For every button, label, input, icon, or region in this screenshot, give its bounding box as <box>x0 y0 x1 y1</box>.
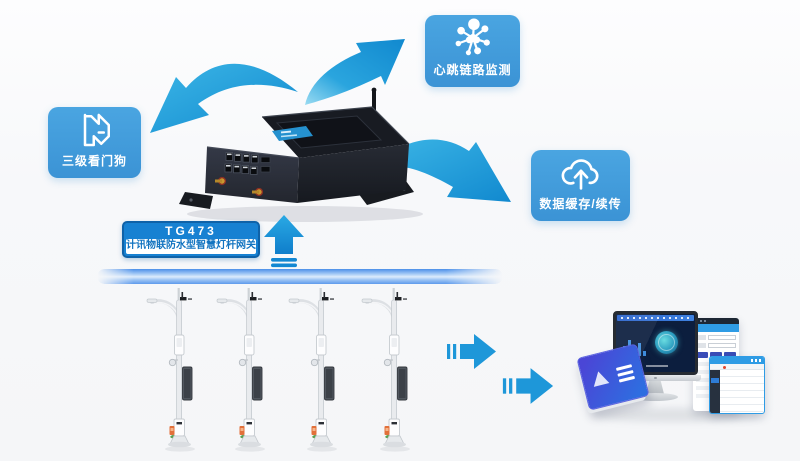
ethernet-ports <box>224 152 259 175</box>
smart-light-pole-1 <box>143 286 213 458</box>
device-shadow <box>187 206 423 222</box>
swoosh-arrow-up <box>305 39 405 105</box>
watchdog-icon <box>48 107 141 152</box>
platform-group <box>576 300 780 430</box>
smart-light-pole-3 <box>285 286 355 458</box>
swoosh-arrow-left <box>150 63 298 133</box>
monitor-stand <box>646 381 664 394</box>
dashboard-caption <box>646 365 668 367</box>
window-header <box>693 324 739 332</box>
cloud-upload-icon <box>531 150 630 195</box>
fast-forward-arrow-1 <box>447 334 496 369</box>
window-toolbar <box>710 364 764 370</box>
feature-card-heartbeat: 心跳链路监测 <box>425 15 520 87</box>
monitor-bezel <box>610 375 701 381</box>
tablet-text-lines <box>615 364 636 383</box>
gateway-device <box>179 87 423 222</box>
sfp-ports <box>260 156 271 173</box>
antenna-connectors <box>215 176 264 197</box>
device-model: TG473 <box>165 224 217 238</box>
section-divider <box>97 269 503 284</box>
feature-card-watchdog: 三级看门狗 <box>48 107 141 178</box>
dashboard-globe <box>655 331 678 354</box>
window-table <box>720 370 764 413</box>
upload-arrow-icon <box>264 215 304 268</box>
feature-label-heartbeat: 心跳链路监测 <box>433 63 512 77</box>
window-header <box>710 357 764 364</box>
smart-light-pole-4 <box>358 286 428 458</box>
tablet-device <box>576 343 650 411</box>
fast-forward-arrow-2 <box>502 368 554 404</box>
tablet-logo-icon <box>590 369 610 387</box>
dashboard-navbar <box>617 315 694 321</box>
network-hub-icon <box>425 15 520 61</box>
window-sidebar <box>710 370 720 413</box>
smart-light-pole-2 <box>213 286 283 458</box>
monitor-base <box>632 393 678 401</box>
app-window-front <box>709 356 765 414</box>
feature-label-watchdog: 三级看门狗 <box>61 154 127 168</box>
feature-label-datacache: 数据缓存/续传 <box>539 197 622 211</box>
device-name: 计讯物联防水型智慧灯杆网关 <box>126 239 256 254</box>
window-buttons <box>696 352 736 358</box>
feature-card-datacache: 数据缓存/续传 <box>531 150 630 221</box>
device-label: TG473 计讯物联防水型智慧灯杆网关 <box>122 221 260 258</box>
